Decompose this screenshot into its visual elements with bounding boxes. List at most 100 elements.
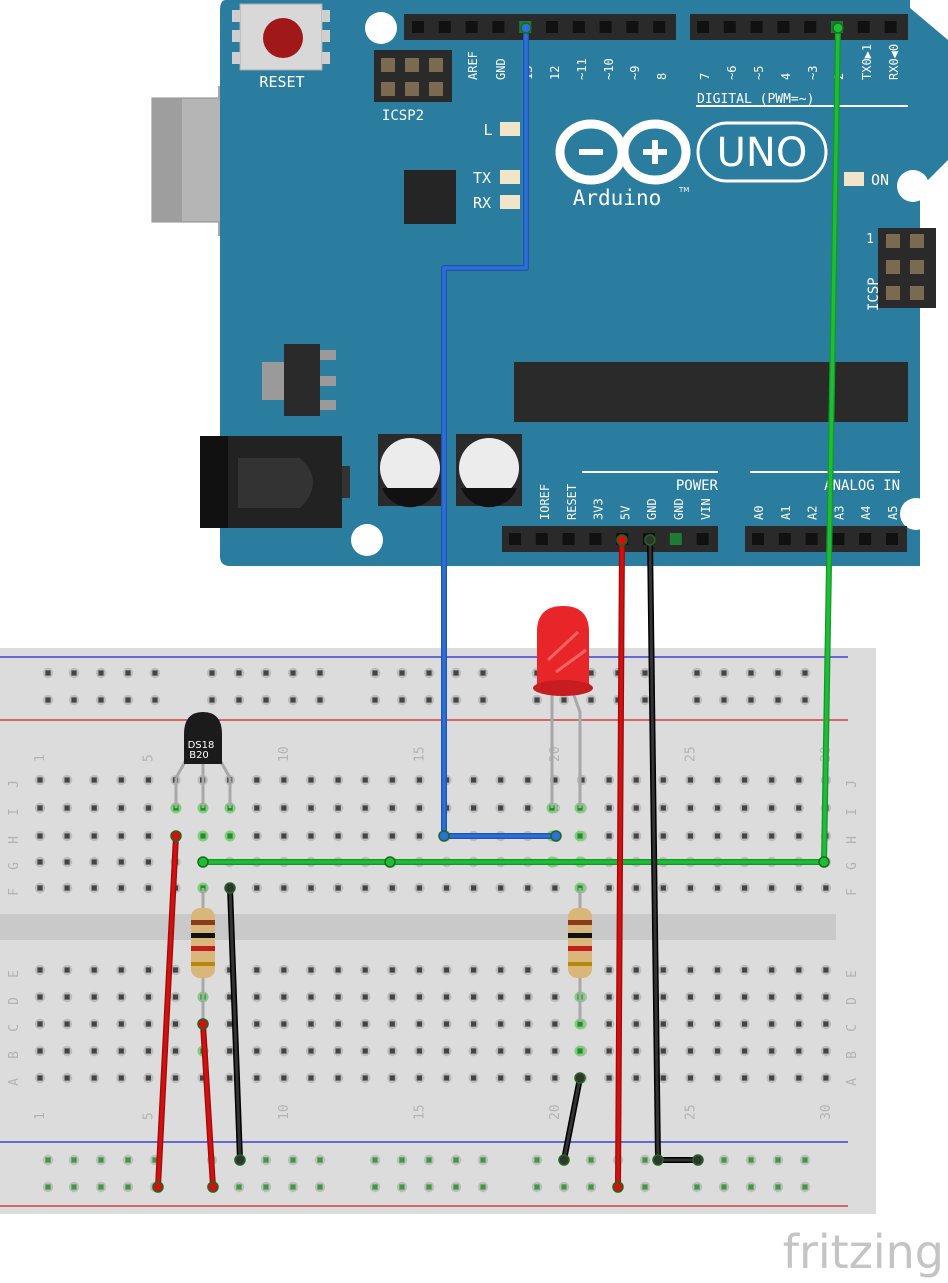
analog-pin-label: A1 <box>779 506 793 520</box>
breadboard-hole-contact <box>769 994 775 1000</box>
breadboard-hole-contact <box>308 1021 314 1027</box>
breadboard-hole-contact <box>236 1184 242 1190</box>
wire-endpoint <box>197 1018 209 1030</box>
header-hole <box>589 533 602 545</box>
breadboard-hole-contact <box>687 1021 693 1027</box>
breadboard-hole-contact <box>453 1157 459 1163</box>
header-hole <box>626 21 639 33</box>
breadboard-hole-contact <box>748 670 754 676</box>
row-letter: C <box>845 1024 860 1032</box>
breadboard-hole-contact <box>471 777 477 783</box>
row-letter: A <box>845 1078 860 1086</box>
breadboard-hole-contact <box>389 994 395 1000</box>
breadboard-hole-contact <box>769 1075 775 1081</box>
breadboard-hole-contact <box>281 967 287 973</box>
breadboard-hole-contact <box>37 967 43 973</box>
breadboard-hole-contact <box>45 1157 51 1163</box>
icsp2-label: ICSP2 <box>382 108 424 124</box>
breadboard-hole-contact <box>227 1021 233 1027</box>
breadboard-hole-contact <box>606 994 612 1000</box>
breadboard-hole-contact <box>91 1048 97 1054</box>
breadboard-hole-contact <box>227 994 233 1000</box>
power-header <box>502 526 718 552</box>
breadboard-hole-contact <box>362 994 368 1000</box>
breadboard-hole-contact <box>525 805 531 811</box>
breadboard-hole-contact <box>694 1184 700 1190</box>
breadboard-hole-contact <box>290 1184 296 1190</box>
led-l <box>500 122 520 136</box>
breadboard-hole-contact <box>769 777 775 783</box>
breadboard-hole-contact <box>426 1157 432 1163</box>
breadboard-hole-contact <box>335 967 341 973</box>
breadboard-hole-contact <box>254 1075 260 1081</box>
breadboard-hole-contact <box>642 670 648 676</box>
breadboard-hole-contact <box>660 833 666 839</box>
wire-endpoint <box>612 1181 624 1193</box>
logo-brand-text: Arduino <box>573 186 662 210</box>
breadboard-hole-contact <box>687 967 693 973</box>
breadboard-hole-contact <box>263 1184 269 1190</box>
analog-pin-label: A0 <box>752 506 766 520</box>
breadboard-hole-contact <box>480 697 486 703</box>
breadboard-hole-contact <box>389 777 395 783</box>
breadboard-hole-contact <box>742 967 748 973</box>
breadboard-hole-contact <box>389 805 395 811</box>
breadboard-hole-contact <box>615 670 621 676</box>
column-number: 1 <box>33 754 48 762</box>
breadboard-hole-contact <box>263 1157 269 1163</box>
icsp2-pin <box>405 58 419 72</box>
wire-endpoint <box>818 856 830 868</box>
wire-endpoint <box>644 534 656 546</box>
icsp2-pin <box>429 58 443 72</box>
breadboard-hole-contact <box>335 833 341 839</box>
breadboard-hole-contact <box>552 1021 558 1027</box>
breadboard-hole-contact <box>317 1184 323 1190</box>
breadboard-hole-contact <box>64 967 70 973</box>
breadboard-hole-contact <box>721 697 727 703</box>
breadboard-hole-contact <box>118 967 124 973</box>
breadboard-hole-contact <box>471 967 477 973</box>
breadboard-hole-contact <box>209 697 215 703</box>
breadboard-hole-contact <box>687 833 693 839</box>
breadboard-hole-contact <box>64 805 70 811</box>
breadboard-hole-contact <box>91 1075 97 1081</box>
breadboard-hole-contact <box>98 697 104 703</box>
breadboard-hole-contact <box>426 1184 432 1190</box>
breadboard-hole-contact <box>769 885 775 891</box>
breadboard-hole-contact <box>281 777 287 783</box>
icsp2-pin <box>381 82 395 96</box>
breadboard-hole-contact <box>335 805 341 811</box>
breadboard-hole-contact <box>823 1075 829 1081</box>
row-letter: I <box>7 808 22 816</box>
breadboard-hole-contact <box>37 1048 43 1054</box>
reset-button[interactable] <box>232 3 330 71</box>
digital-header-right <box>690 14 908 40</box>
breadboard-hole-contact <box>308 777 314 783</box>
power-pin-label: VIN <box>699 498 713 520</box>
header-hole <box>884 21 897 33</box>
breadboard-hole-contact <box>362 1048 368 1054</box>
power-pin-label: 5V <box>618 506 632 520</box>
breadboard-hole-contact <box>91 967 97 973</box>
breadboard-hole-contact <box>714 885 721 891</box>
breadboard-hole-contact <box>71 697 77 703</box>
breadboard-hole-contact <box>796 967 802 973</box>
breadboard-hole-contact <box>335 1075 341 1081</box>
breadboard-hole-contact <box>823 967 829 973</box>
reset-label: RESET <box>259 73 304 91</box>
breadboard-hole-contact <box>606 805 612 811</box>
breadboard-hole-contact <box>443 967 450 973</box>
digital-pin-label: ~11 <box>575 58 589 80</box>
breadboard-hole-contact <box>37 885 43 891</box>
breadboard-hole-contact <box>37 805 43 811</box>
breadboard-hole-contact <box>742 1075 748 1081</box>
breadboard-hole-contact <box>362 1021 368 1027</box>
row-letter: D <box>845 997 860 1005</box>
breadboard-hole-contact <box>694 697 700 703</box>
breadboard-hole-contact <box>172 994 179 1000</box>
icsp2-pin <box>405 82 419 96</box>
breadboard-hole-contact <box>362 885 368 891</box>
breadboard-hole-contact <box>45 697 51 703</box>
header-hole <box>697 21 709 33</box>
breadboard-hole-contact <box>290 670 296 676</box>
